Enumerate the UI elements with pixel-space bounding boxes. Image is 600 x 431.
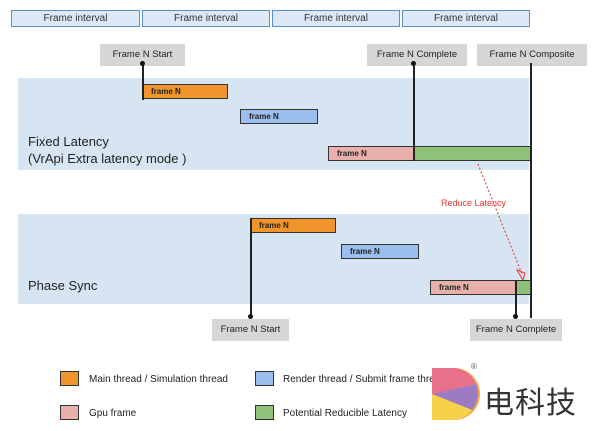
fixed-latency-subtitle: (VrApi Extra latency mode ) (28, 151, 187, 166)
fixed-latency-title: Fixed Latency (28, 134, 109, 149)
frame-n-start-label-bottom: Frame N Start (212, 319, 289, 341)
fixed-render-thread-frame: frame N (240, 109, 318, 124)
legend-main-thread-swatch (60, 371, 79, 386)
frame-complete-dot-top (411, 61, 416, 66)
reduce-latency-arrow (477, 163, 526, 282)
frame-n-composite-label: Frame N Composite (477, 44, 587, 66)
frame-interval-3: Frame interval (272, 10, 400, 27)
frame-start-line-bottom (250, 218, 252, 318)
watermark-registered-mark: ® (471, 362, 477, 371)
reduce-latency-label: Reduce Latency (441, 198, 507, 208)
frame-composite-line (530, 63, 532, 318)
watermark-logo-icon (432, 368, 480, 420)
legend-render-thread-label: Render thread / Submit frame thread (283, 374, 446, 385)
frame-n-complete-label-top: Frame N Complete (367, 44, 467, 66)
legend-render-thread-swatch (255, 371, 274, 386)
frame-complete-line-bottom (515, 280, 517, 318)
legend-reducible-swatch (255, 405, 274, 420)
frame-start-dot-bottom (248, 314, 253, 319)
legend-gpu-frame-label: Gpu frame (89, 408, 137, 419)
frame-n-complete-label-bottom: Frame N Complete (470, 319, 562, 341)
legend-main-thread-label: Main thread / Simulation thread (89, 374, 228, 385)
phase-sync-title: Phase Sync (28, 278, 98, 293)
frame-complete-line-top (413, 63, 415, 161)
fixed-reducible-latency-bar (414, 146, 531, 161)
frame-interval-2: Frame interval (142, 10, 270, 27)
frame-complete-dot-bottom (513, 314, 518, 319)
legend-gpu-frame-swatch (60, 405, 79, 420)
frame-start-line-top (142, 63, 144, 100)
watermark-text: 电科技 (484, 386, 577, 421)
phase-main-thread-frame: frame N (250, 218, 336, 233)
frame-n-start-label-top: Frame N Start (100, 44, 185, 66)
fixed-main-thread-frame: frame N (142, 84, 228, 99)
phase-render-thread-frame: frame N (341, 244, 419, 259)
frame-start-dot-top (140, 61, 145, 66)
frame-interval-1: Frame interval (11, 10, 140, 27)
frame-interval-4: Frame interval (402, 10, 530, 27)
phase-gpu-frame: frame N (430, 280, 516, 295)
phase-reducible-latency-bar (516, 280, 531, 295)
legend-reducible-label: Potential Reducible Latency (283, 408, 407, 419)
fixed-gpu-frame: frame N (328, 146, 414, 161)
